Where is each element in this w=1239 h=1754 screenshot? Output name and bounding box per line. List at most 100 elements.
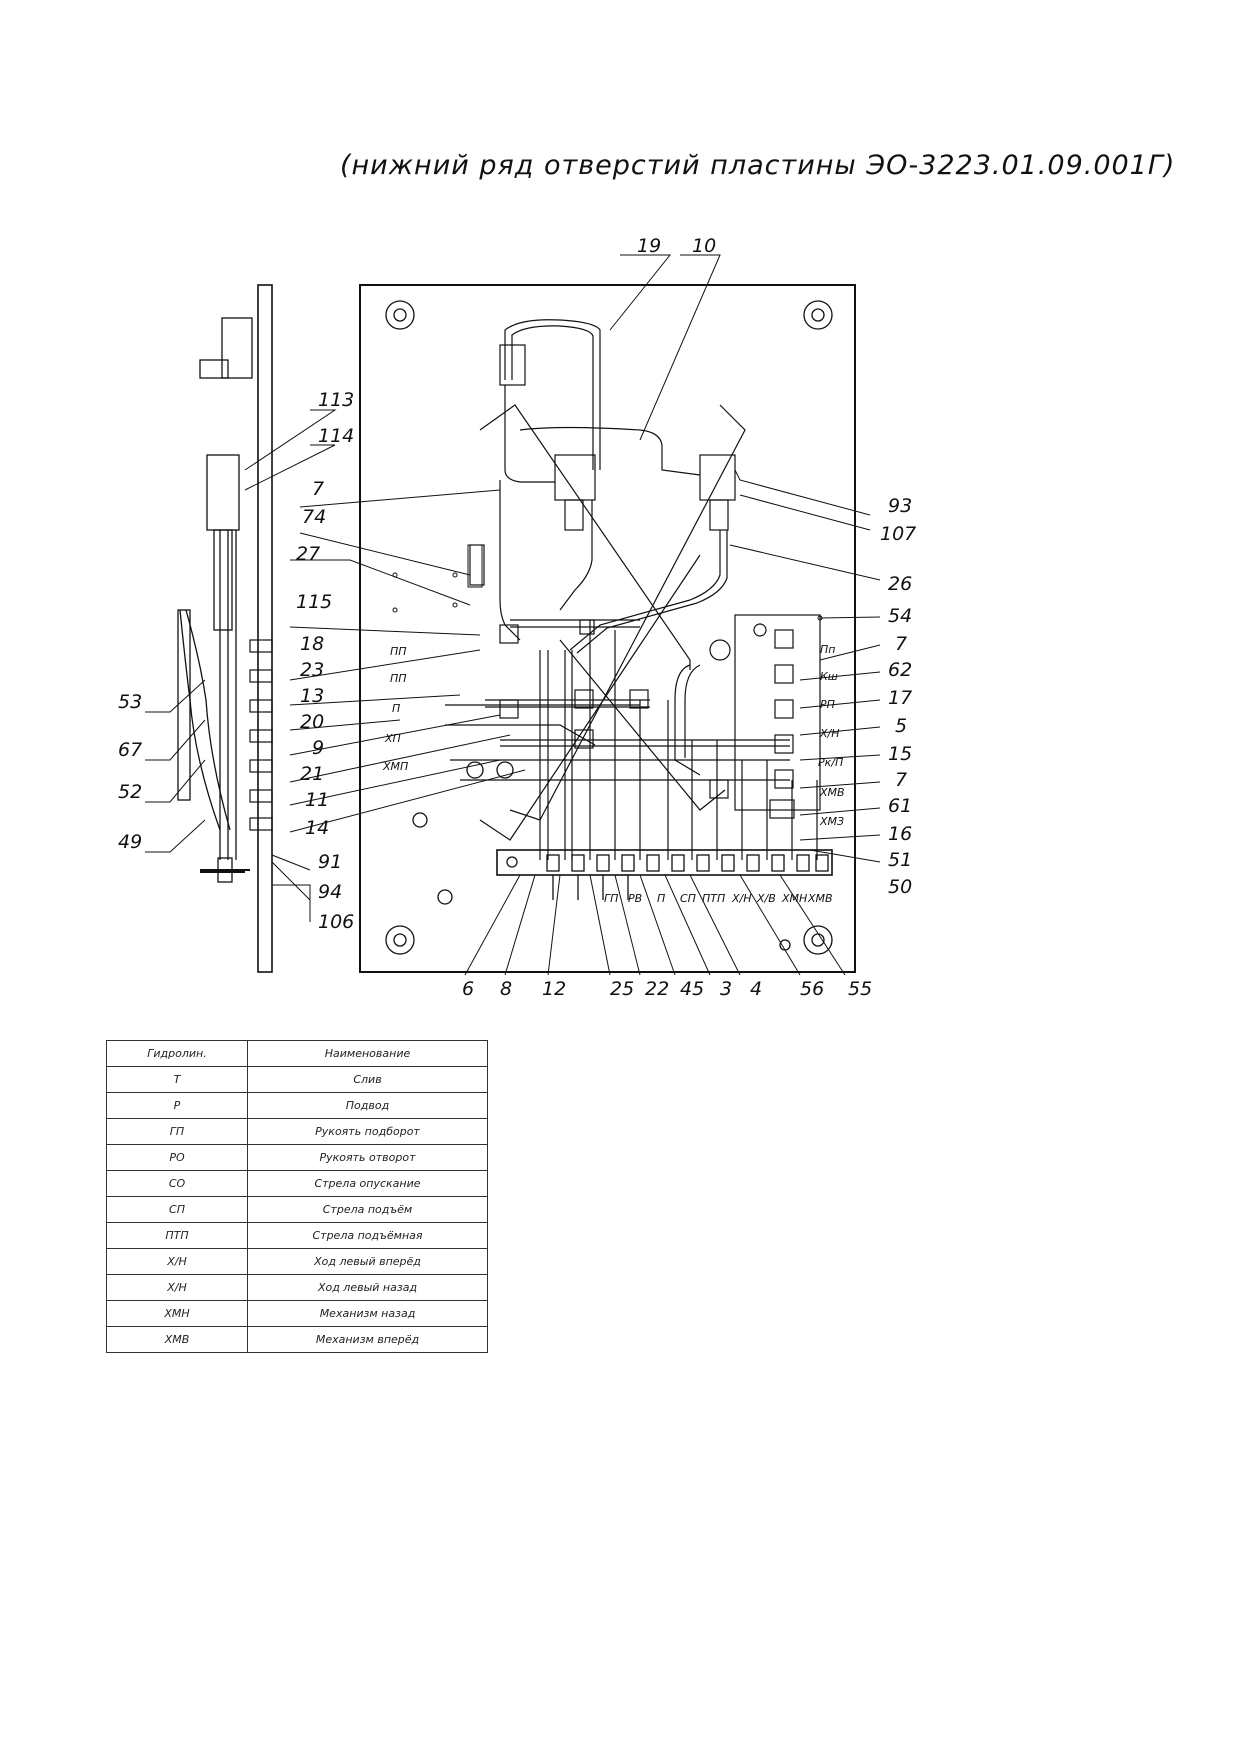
legend-name: Стрела подъём — [247, 1196, 488, 1223]
callout-numbers: 19 10 113 114 7 74 27 115 18 23 13 20 9 … — [118, 235, 916, 1000]
callout-3: 3 — [720, 978, 732, 1000]
port-left-2: ПП — [390, 672, 407, 685]
callout-7-lower: 7 — [895, 769, 907, 791]
legend-row: СО Стрела опускание — [106, 1170, 488, 1197]
callout-22: 22 — [645, 978, 669, 1000]
mounting-plate — [359, 284, 856, 973]
legend-row: ХМН Механизм назад — [106, 1300, 488, 1327]
callout-91: 91 — [318, 851, 342, 873]
callout-4: 4 — [750, 978, 762, 1000]
legend-header-row: Гидролин. Наименование — [106, 1040, 488, 1067]
legend-name: Слив — [247, 1066, 488, 1093]
callout-74: 74 — [302, 506, 326, 528]
port-left-1: ПП — [390, 645, 407, 658]
legend-code: РО — [106, 1144, 248, 1171]
legend-name: Стрела подъёмная — [247, 1222, 488, 1249]
callout-27: 27 — [296, 543, 320, 565]
callout-67: 67 — [118, 739, 142, 761]
legend-code: СП — [106, 1196, 248, 1223]
callout-14: 14 — [305, 817, 329, 839]
bottom-manifold — [496, 849, 833, 900]
port-bottom-1: ГП — [604, 892, 618, 905]
legend-code: СО — [106, 1170, 248, 1197]
callout-55: 55 — [848, 978, 872, 1000]
port-bottom-9: ХМВ — [807, 892, 833, 905]
callout-107: 107 — [880, 523, 916, 545]
legend-header-name: Наименование — [247, 1040, 488, 1067]
port-right-1: Пп — [820, 643, 835, 656]
callout-8: 8 — [500, 978, 512, 1000]
callout-23: 23 — [300, 659, 324, 681]
pipe-network — [445, 319, 821, 860]
legend-name: Ход левый вперёд — [247, 1248, 488, 1275]
callout-16: 16 — [888, 823, 912, 845]
legend-row: Т Слив — [106, 1066, 488, 1093]
legend-row: ПТП Стрела подъёмная — [106, 1222, 488, 1249]
callout-21: 21 — [300, 763, 324, 785]
port-right-7: ХМЗ — [819, 815, 844, 828]
callout-18: 18 — [300, 633, 324, 655]
callout-26: 26 — [888, 573, 912, 595]
callout-12: 12 — [542, 978, 566, 1000]
legend-row: Х/Н Ход левый вперёд — [106, 1248, 488, 1275]
legend-code: ХМН — [106, 1300, 248, 1327]
callout-45: 45 — [680, 978, 704, 1000]
callout-7-top: 7 — [312, 478, 324, 500]
callout-6: 6 — [462, 978, 474, 1000]
legend-name: Механизм вперёд — [247, 1326, 488, 1353]
legend-code: Х/Н — [106, 1248, 248, 1275]
legend-code: Х/Н — [106, 1274, 248, 1301]
hydraulic-line-legend-table: Гидролин. Наименование Т Слив Р Подвод Г… — [106, 1040, 488, 1353]
callout-52: 52 — [118, 781, 142, 803]
port-left-4: ХП — [384, 732, 401, 745]
port-bottom-8: ХМН — [781, 892, 807, 905]
legend-header-code: Гидролин. — [106, 1040, 248, 1067]
callout-10: 10 — [692, 235, 716, 257]
legend-code: Т — [106, 1066, 248, 1093]
legend-name: Стрела опускание — [247, 1170, 488, 1197]
port-labels: ГП РВ П СП ПТП Х/Н Х/В ХМН ХМВ ПП ПП П Х… — [382, 643, 845, 905]
callout-7-right: 7 — [895, 633, 907, 655]
callout-53: 53 — [118, 691, 142, 713]
callout-94: 94 — [318, 881, 342, 903]
legend-name: Подвод — [247, 1092, 488, 1119]
callout-56: 56 — [800, 978, 824, 1000]
legend-name: Ход левый назад — [247, 1274, 488, 1301]
legend-code: ПТП — [106, 1222, 248, 1249]
callout-106: 106 — [318, 911, 354, 933]
callout-54: 54 — [888, 605, 912, 627]
callout-113: 113 — [318, 389, 354, 411]
callout-49: 49 — [118, 831, 142, 853]
callout-62: 62 — [888, 659, 912, 681]
callout-51: 51 — [888, 849, 912, 871]
port-bottom-6: Х/Н — [731, 892, 752, 905]
port-right-4: Х/Н — [819, 727, 840, 740]
callout-15: 15 — [888, 743, 912, 765]
legend-row: ХМВ Механизм вперёд — [106, 1326, 488, 1353]
port-right-2: Кш — [820, 670, 838, 683]
callout-17: 17 — [888, 687, 912, 709]
callout-114: 114 — [318, 425, 354, 447]
callout-19: 19 — [637, 235, 661, 257]
legend-row: РО Рукоять отворот — [106, 1144, 488, 1171]
port-bottom-4: СП — [680, 892, 696, 905]
legend-row: ГП Рукоять подборот — [106, 1118, 488, 1145]
legend-row: СП Стрела подъём — [106, 1196, 488, 1223]
callout-9: 9 — [312, 737, 324, 759]
port-bottom-5: ПТП — [702, 892, 725, 905]
legend-code: Р — [106, 1092, 248, 1119]
callout-115: 115 — [296, 591, 332, 613]
legend-code: ХМВ — [106, 1326, 248, 1353]
callout-25: 25 — [610, 978, 634, 1000]
drawing-title: (нижний ряд отверстий пластины ЭО-3223.0… — [340, 150, 1176, 181]
port-bottom-3: П — [657, 892, 665, 905]
legend-name: Рукоять подборот — [247, 1118, 488, 1145]
port-right-6: ХМВ — [819, 786, 845, 799]
legend-name: Рукоять отворот — [247, 1144, 488, 1171]
port-bottom-7: Х/В — [756, 892, 776, 905]
callout-5: 5 — [895, 715, 907, 737]
callout-20: 20 — [300, 711, 324, 733]
mounting-holes — [385, 300, 833, 955]
legend-code: ГП — [106, 1118, 248, 1145]
